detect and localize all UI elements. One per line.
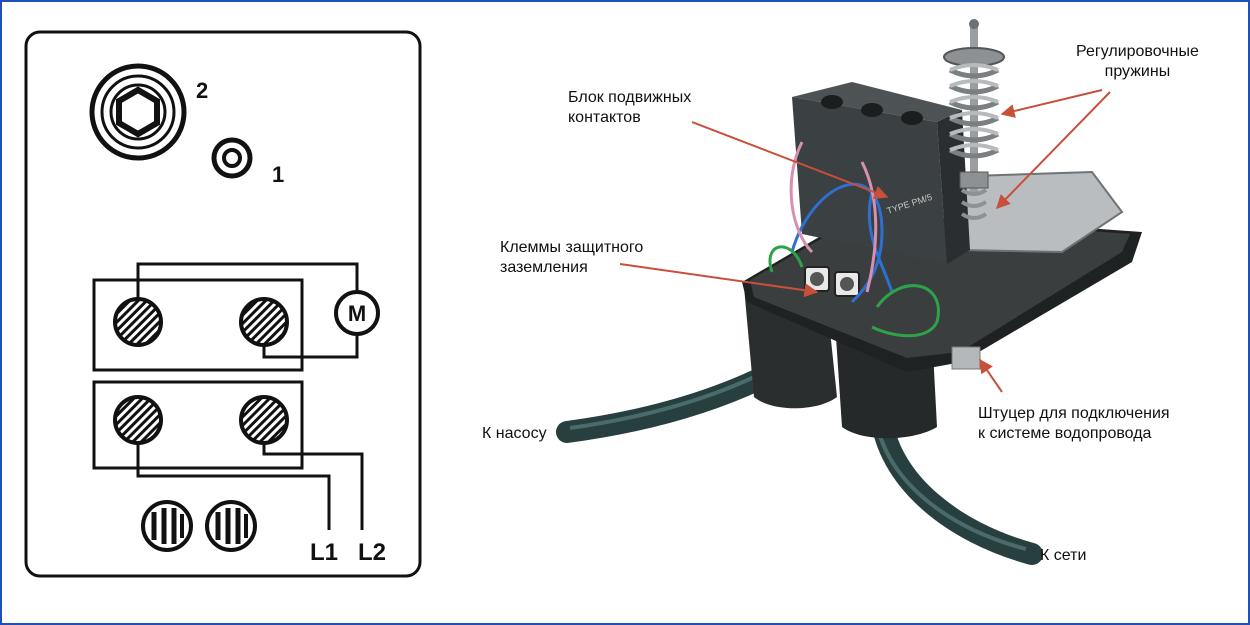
ground-screw bbox=[840, 277, 854, 291]
wire-green bbox=[871, 284, 940, 338]
motor-symbol-label: M bbox=[348, 301, 366, 326]
diagram-border bbox=[24, 30, 422, 578]
motor-wire-1 bbox=[136, 262, 359, 298]
mains-cable-highlight bbox=[875, 423, 1027, 551]
cable-gland-icon bbox=[205, 500, 257, 552]
adjuster-label-1: 1 bbox=[272, 162, 284, 187]
adjuster-nut-large bbox=[89, 63, 187, 161]
wire-green bbox=[768, 245, 804, 273]
motor-wire-2 bbox=[262, 334, 359, 359]
callout-springs: Регулировочные пружины bbox=[1076, 43, 1199, 80]
contact-screw bbox=[901, 111, 923, 125]
adjusting-springs bbox=[943, 19, 1005, 220]
motor-terminal-block bbox=[92, 278, 304, 372]
callout-fitting: Штуцер для подключения к системе водопро… bbox=[978, 405, 1170, 442]
wire-pink bbox=[860, 161, 878, 293]
callout-to-mains: К сети bbox=[1040, 547, 1087, 564]
contact-screw bbox=[821, 95, 843, 109]
line-terminal-block bbox=[92, 380, 304, 470]
screw-terminal bbox=[239, 297, 289, 347]
callout-moving-contacts: Блок подвижных контактов bbox=[568, 89, 692, 126]
water-fitting bbox=[951, 346, 981, 370]
callout-to-pump: К насосу bbox=[482, 425, 547, 442]
wire-blue bbox=[790, 182, 884, 304]
line-label-l1: L1 bbox=[310, 539, 338, 566]
arrow-fitting bbox=[979, 358, 1003, 393]
line-label-l2: L2 bbox=[358, 539, 386, 566]
line-wire-l1 bbox=[136, 440, 331, 530]
callout-ground-terminals: Клеммы защитного заземления bbox=[500, 239, 644, 276]
contact-screw bbox=[861, 103, 883, 117]
wire-pink bbox=[789, 141, 814, 254]
contact-block-top bbox=[792, 82, 962, 122]
arrow-springs-1 bbox=[1000, 89, 1103, 118]
motor-symbol-circle bbox=[334, 290, 380, 336]
arrow-ground bbox=[619, 263, 819, 298]
line-wire-l2 bbox=[262, 440, 364, 530]
arrow-contacts bbox=[691, 121, 889, 200]
screw-terminal bbox=[113, 297, 163, 347]
contact-block-side bbox=[937, 110, 970, 264]
wiring-diagram: 2 1 M L1 L2 bbox=[24, 30, 422, 578]
cable-gland-icon bbox=[141, 500, 193, 552]
adjuster-nut-small bbox=[211, 137, 253, 179]
pressure-switch-illustration: TYPE PM/5 bbox=[556, 19, 1142, 565]
screw-terminal bbox=[239, 395, 289, 445]
adjuster-label-2: 2 bbox=[196, 78, 208, 103]
arrow-springs-2 bbox=[996, 91, 1111, 210]
ground-screw bbox=[810, 272, 824, 286]
screw-terminal bbox=[113, 395, 163, 445]
